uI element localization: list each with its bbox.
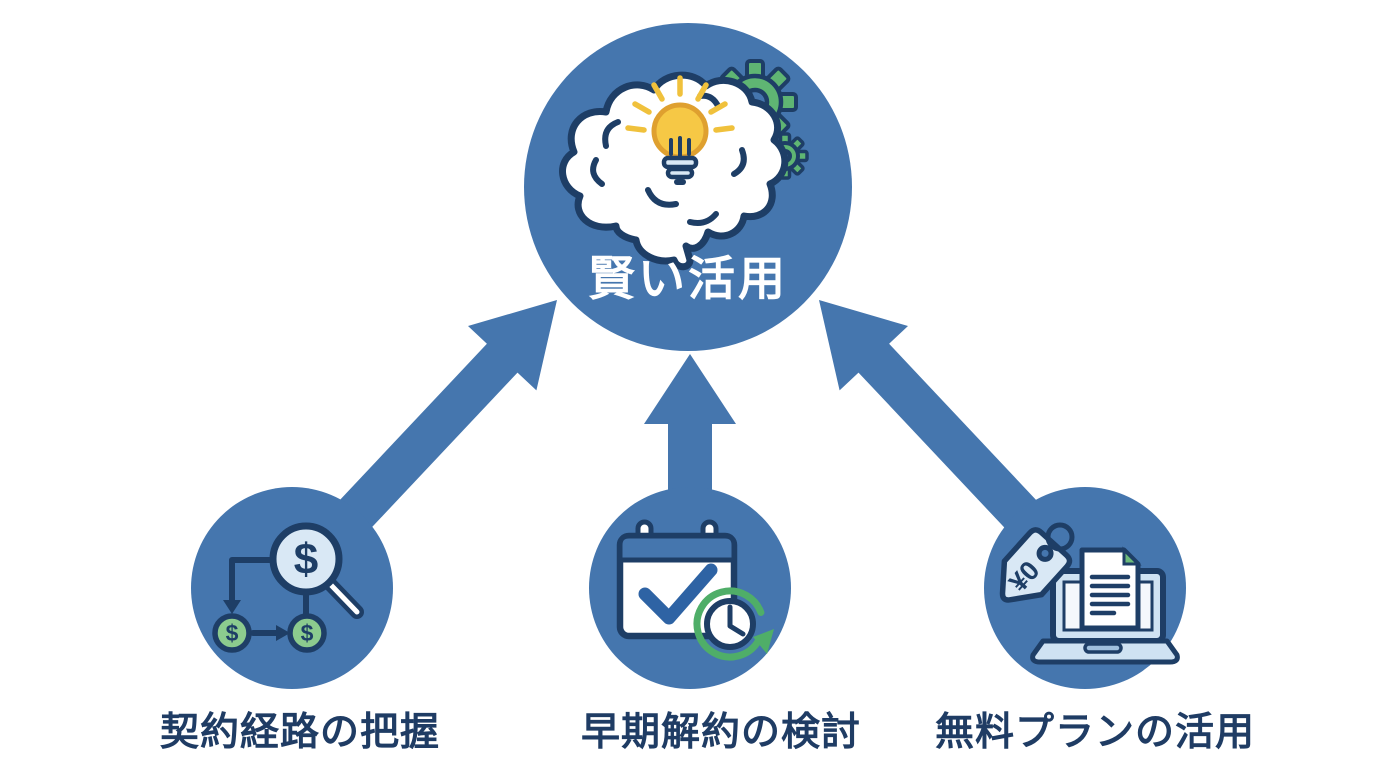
lens-dollar: $ <box>294 535 318 584</box>
magnifier-lens <box>269 522 343 596</box>
calendar-check-clock-icon <box>616 519 774 661</box>
arrow-left-up-icon <box>332 300 557 537</box>
money-circle-2-dollar: $ <box>301 620 314 646</box>
refresh-arrowhead <box>753 629 774 654</box>
document-text-lines <box>1089 574 1131 616</box>
tag-string-ring <box>1045 522 1075 552</box>
lightbulb-base2 <box>665 166 695 180</box>
arrow-center-up-icon <box>644 354 736 512</box>
lightbulb-tip <box>674 179 686 185</box>
price-tag-hole <box>1036 544 1054 562</box>
money-circle-1 <box>212 613 252 653</box>
route-arrowhead-down <box>223 600 241 614</box>
node-label-early-cancel: 早期解約の検討 <box>580 711 861 754</box>
calendar-header <box>617 533 737 563</box>
node-label-contract-route: 契約経路の把握 <box>159 711 440 754</box>
laptop-notch <box>1083 642 1123 654</box>
clock-hands <box>727 604 746 637</box>
document-icon <box>1079 547 1141 631</box>
document-folded-corner <box>1122 546 1142 566</box>
node-label-free-plan: 無料プランの活用 <box>934 711 1255 754</box>
lightbulb-rays <box>625 75 735 133</box>
lightbulb-base <box>661 155 699 170</box>
arrow-right-up-icon <box>819 300 1044 537</box>
money-circle-2 <box>287 613 327 653</box>
money-circle-1-dollar: $ <box>226 620 239 646</box>
route-elbow-arrow <box>229 557 275 603</box>
lightbulb-filament <box>669 136 691 158</box>
zero-yen-tag-laptop-icon: ¥0 <box>999 522 1180 665</box>
hub-label: 賢い活用 <box>588 252 788 305</box>
brain-idea-gears-icon <box>559 59 809 271</box>
checkmark-icon <box>638 563 718 625</box>
magnifier-handle-inner <box>328 582 360 615</box>
route-arrowhead-right <box>276 625 290 641</box>
money-route-magnifier-icon: $ $ $ <box>212 522 364 653</box>
arrows <box>332 300 1044 537</box>
brain-folds <box>590 92 747 226</box>
